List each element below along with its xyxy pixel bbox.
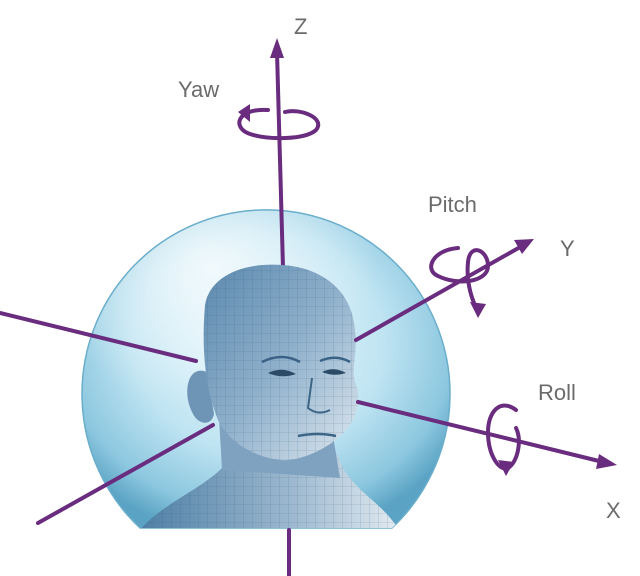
axis-lines-front bbox=[36, 239, 617, 576]
y-axis-line bbox=[354, 244, 524, 342]
pitch-rotation-icon bbox=[429, 246, 491, 318]
axis-lines-back bbox=[0, 38, 285, 363]
y-axis-arrowhead bbox=[514, 239, 534, 254]
x-axis-label: X bbox=[606, 498, 621, 523]
right-eye bbox=[322, 369, 346, 375]
right-brow bbox=[319, 356, 351, 364]
head-model bbox=[138, 264, 400, 528]
roll-rotation-icon bbox=[485, 403, 521, 476]
yaw-rotation-icon bbox=[237, 104, 321, 141]
left-axis-line bbox=[0, 311, 198, 363]
ear bbox=[187, 370, 214, 423]
roll-label: Roll bbox=[538, 380, 576, 405]
z-axis-upper bbox=[275, 50, 285, 270]
z-axis-label: Z bbox=[294, 14, 307, 39]
x-axis-arrowhead bbox=[596, 454, 617, 469]
x-axis-line bbox=[356, 400, 605, 464]
mouth bbox=[297, 432, 337, 438]
nose bbox=[306, 377, 331, 414]
lower-left-axis-line bbox=[36, 423, 215, 525]
z-axis-arrowhead bbox=[270, 38, 284, 58]
yaw-label: Yaw bbox=[178, 77, 219, 102]
y-axis-label: Y bbox=[560, 236, 575, 261]
left-brow bbox=[261, 355, 301, 364]
left-eye bbox=[268, 369, 296, 377]
pitch-label: Pitch bbox=[428, 192, 477, 217]
